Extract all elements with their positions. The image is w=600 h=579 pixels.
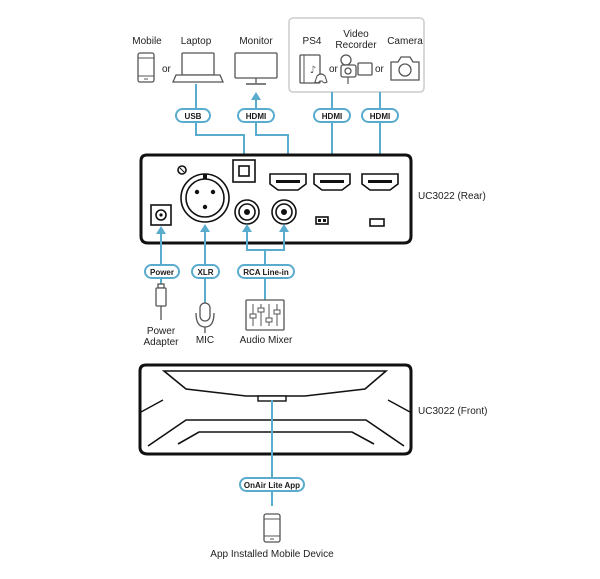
mobile-device-icon — [263, 513, 281, 543]
label-audio-mixer: Audio Mixer — [240, 335, 293, 346]
hdmi-monitor-pill: HDMI — [237, 108, 275, 123]
monitor-icon — [234, 52, 278, 85]
xlr-connector-pill: XLR — [191, 264, 220, 279]
hdmi-port-3 — [361, 173, 399, 191]
front-unit — [138, 363, 413, 456]
hdmi-port-1 — [269, 173, 307, 191]
rear-button — [369, 218, 385, 227]
label-camera: Camera — [387, 36, 423, 47]
power-adapter-icon — [155, 283, 167, 320]
audio-mixer-icon — [245, 299, 285, 331]
label-ps4: PS4 — [303, 36, 322, 47]
dc-power-port — [150, 204, 172, 226]
rca-port-right — [271, 199, 297, 225]
power-connector-pill: Power — [144, 264, 180, 279]
label-mobile: Mobile — [132, 36, 162, 47]
xlr-port — [180, 173, 230, 223]
svg-text:OnAir Lite App: OnAir Lite App — [244, 481, 300, 490]
rca-port-left — [234, 199, 260, 225]
svg-text:HDMI: HDMI — [322, 112, 342, 121]
label-power-adapter-2: Adapter — [143, 337, 179, 348]
rear-unit — [139, 153, 413, 245]
mobile-icon — [137, 52, 155, 83]
rca-connector-pill: RCA Line-in — [237, 264, 295, 279]
camera-icon — [390, 56, 420, 81]
svg-text:USB: USB — [185, 112, 202, 121]
label-video-recorder-2: Recorder — [335, 40, 377, 51]
svg-text:♪: ♪ — [310, 65, 316, 76]
svg-text:XLR: XLR — [198, 268, 214, 277]
laptop-icon — [172, 52, 224, 83]
hdmi-camera-pill: HDMI — [361, 108, 399, 123]
svg-text:RCA Line-in: RCA Line-in — [243, 268, 289, 277]
ps4-icon: ♪ — [299, 54, 328, 84]
label-monitor: Monitor — [239, 36, 273, 47]
svg-text:HDMI: HDMI — [246, 112, 266, 121]
usb-b-port — [232, 159, 256, 183]
usb-connector-pill: USB — [175, 108, 211, 123]
label-laptop: Laptop — [181, 36, 212, 47]
device-group-box — [288, 17, 425, 93]
label-app-mobile-device: App Installed Mobile Device — [210, 549, 334, 560]
svg-text:HDMI: HDMI — [370, 112, 390, 121]
video-recorder-icon — [340, 54, 373, 84]
microphone-icon — [195, 302, 215, 333]
rear-unit-label: UC3022 (Rear) — [418, 191, 486, 202]
label-video-recorder-1: Video — [343, 29, 369, 40]
label-mic: MIC — [196, 335, 214, 346]
hdmi-ps4-pill: HDMI — [313, 108, 351, 123]
mode-switch — [315, 216, 329, 225]
label-or-2: or — [329, 64, 339, 75]
label-power-adapter-1: Power — [147, 326, 176, 337]
svg-text:Power: Power — [150, 268, 174, 277]
hdmi-port-2 — [313, 173, 351, 191]
front-unit-label: UC3022 (Front) — [418, 406, 487, 417]
ground-screw-icon — [177, 165, 187, 175]
label-or-1: or — [162, 64, 172, 75]
label-or-3: or — [375, 64, 385, 75]
onair-app-pill: OnAir Lite App — [239, 477, 305, 492]
